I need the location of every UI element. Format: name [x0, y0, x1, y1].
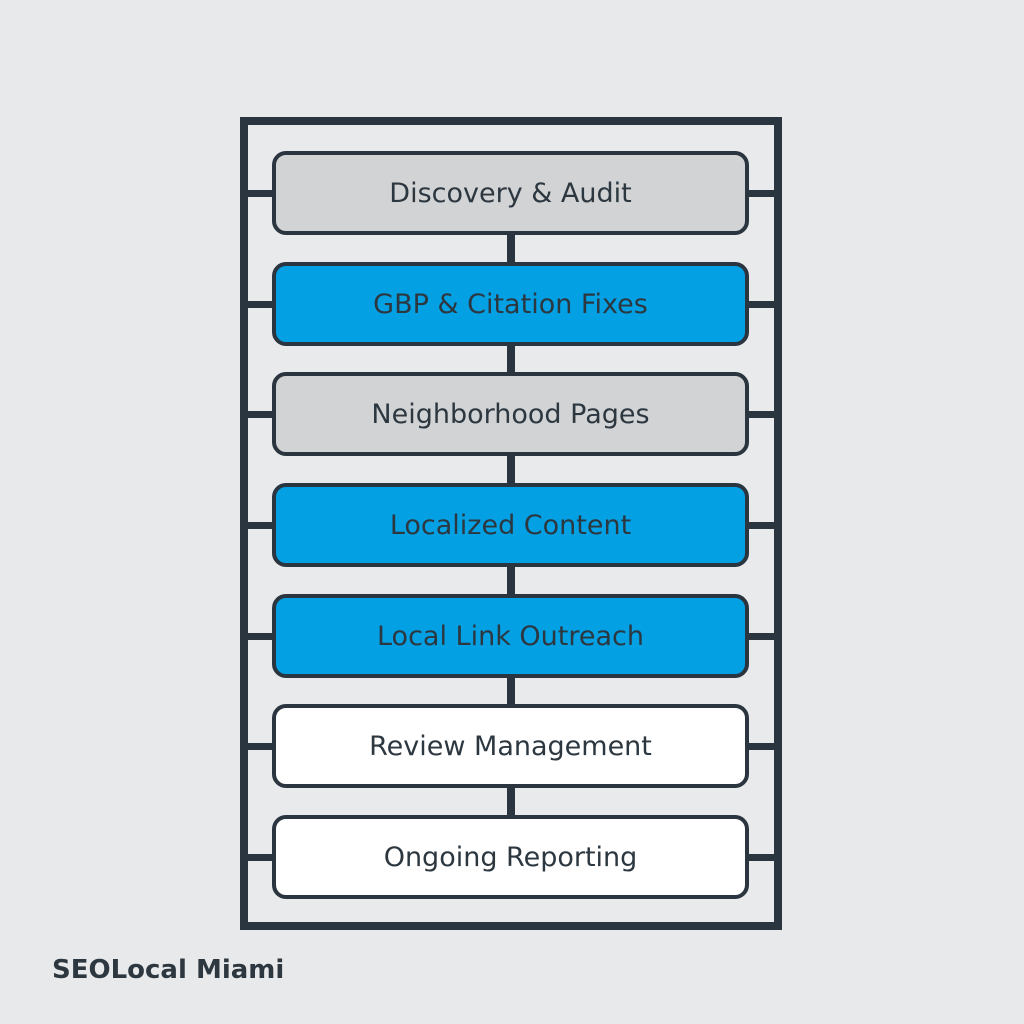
step-label: Review Management — [369, 730, 652, 762]
connector-left — [248, 301, 274, 308]
step-review-management: Review Management — [272, 704, 749, 788]
connector-vertical — [507, 344, 515, 374]
connector-left — [248, 633, 274, 640]
step-label: Neighborhood Pages — [371, 398, 650, 430]
step-gbp-citation-fixes: GBP & Citation Fixes — [272, 262, 749, 346]
step-localized-content: Localized Content — [272, 483, 749, 567]
step-discovery-audit: Discovery & Audit — [272, 151, 749, 235]
connector-left — [248, 522, 274, 529]
step-ongoing-reporting: Ongoing Reporting — [272, 815, 749, 899]
connector-right — [746, 633, 774, 640]
connector-right — [746, 301, 774, 308]
connector-left — [248, 411, 274, 418]
step-label: Local Link Outreach — [376, 620, 644, 652]
connector-right — [746, 522, 774, 529]
connector-vertical — [507, 676, 515, 706]
step-label: Ongoing Reporting — [383, 841, 638, 873]
connector-vertical — [507, 454, 515, 485]
connector-right — [746, 854, 774, 861]
connector-vertical — [507, 786, 515, 817]
connector-right — [746, 743, 774, 750]
connector-vertical — [507, 233, 515, 264]
step-label: Localized Content — [389, 509, 632, 541]
step-local-link-outreach: Local Link Outreach — [272, 594, 749, 678]
connector-vertical — [507, 565, 515, 596]
step-label: GBP & Citation Fixes — [373, 288, 648, 320]
connector-right — [746, 411, 774, 418]
brand-name: SEOLocal Miami — [52, 955, 285, 985]
step-neighborhood-pages: Neighborhood Pages — [272, 372, 749, 456]
connector-left — [248, 743, 274, 750]
connector-left — [248, 190, 274, 197]
connector-right — [746, 190, 774, 197]
step-label: Discovery & Audit — [389, 177, 632, 209]
connector-left — [248, 854, 274, 861]
